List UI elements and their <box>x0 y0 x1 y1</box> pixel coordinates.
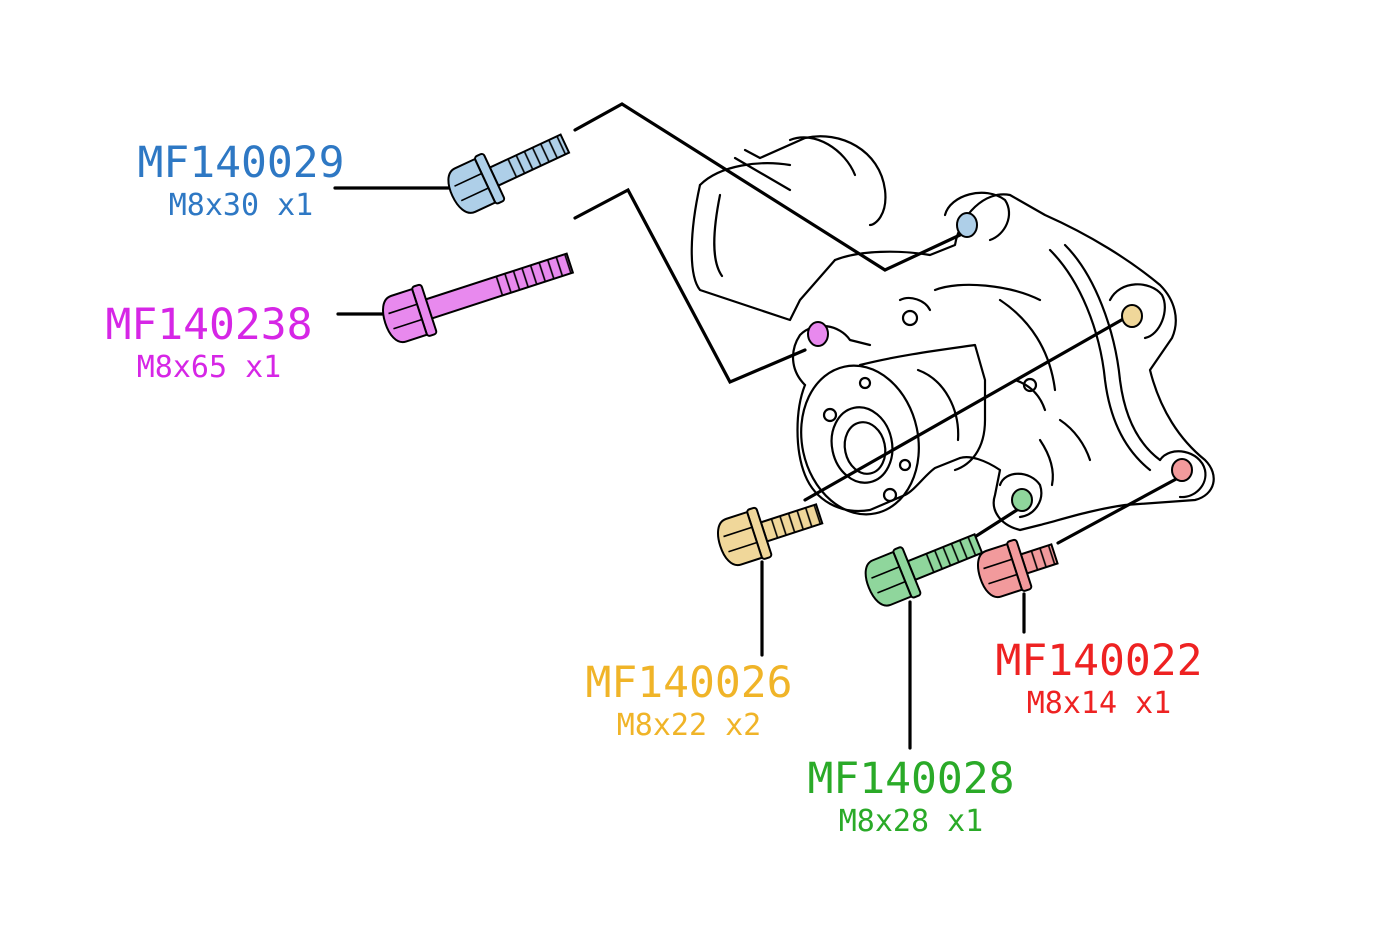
label-mf140238: MF140238 M8x65 x1 <box>86 304 332 383</box>
bolt-spec: M8x14 x1 <box>1026 686 1172 721</box>
leader-green-to-hole <box>968 506 1022 542</box>
leader-red-to-hole <box>1056 476 1180 545</box>
part-number: MF140238 <box>105 300 313 350</box>
label-mf140029: MF140029 M8x30 x1 <box>118 142 364 221</box>
bolt-hole-gold <box>1121 304 1143 328</box>
part-number: MF140022 <box>995 636 1203 686</box>
part-number: MF140026 <box>585 658 793 708</box>
bolt-spec: M8x28 x1 <box>838 804 984 839</box>
bolt-spec: M8x22 x2 <box>616 708 762 743</box>
bolt-holes <box>807 212 1193 512</box>
part-number: MF140028 <box>807 754 1015 804</box>
bolt-hole-red <box>1171 458 1193 482</box>
water-pump-housing <box>690 135 1215 532</box>
leader-lines <box>333 102 1180 750</box>
bolt-spec: M8x30 x1 <box>168 188 314 223</box>
bolt-hole-green <box>1011 488 1033 512</box>
label-mf140026: MF140026 M8x22 x2 <box>566 662 812 741</box>
part-number: MF140029 <box>137 138 345 188</box>
label-mf140022: MF140022 M8x14 x1 <box>976 640 1222 719</box>
bolt-spec: M8x65 x1 <box>136 350 282 385</box>
bolt-mf140026 <box>717 503 824 567</box>
bolt-mf140238 <box>382 252 575 344</box>
bolt-mf140029 <box>447 133 571 214</box>
bolt-mf140028 <box>864 532 984 607</box>
bolt-mf140022 <box>977 538 1059 599</box>
label-mf140028: MF140028 M8x28 x1 <box>788 758 1034 837</box>
bolt-hole-blue <box>956 212 978 238</box>
leader-magenta-to-hole <box>573 187 807 385</box>
leader-blue-to-hole <box>573 102 962 272</box>
leader-gold-to-hole <box>803 316 1127 502</box>
bolt-hole-magenta <box>807 321 829 347</box>
